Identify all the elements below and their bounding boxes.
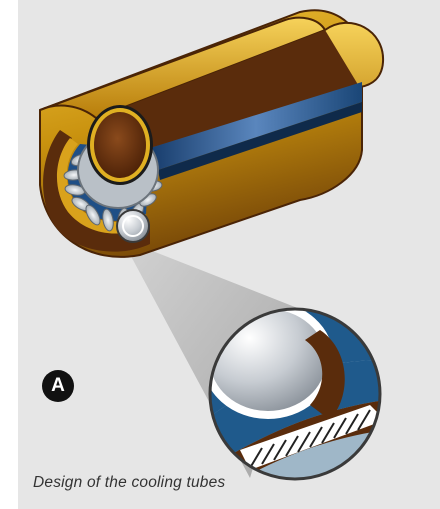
magnifier-lens-icon	[117, 210, 149, 242]
core-tube	[94, 112, 146, 178]
figure-label-badge: A	[42, 370, 74, 402]
figure-caption: Design of the cooling tubes	[33, 474, 225, 492]
